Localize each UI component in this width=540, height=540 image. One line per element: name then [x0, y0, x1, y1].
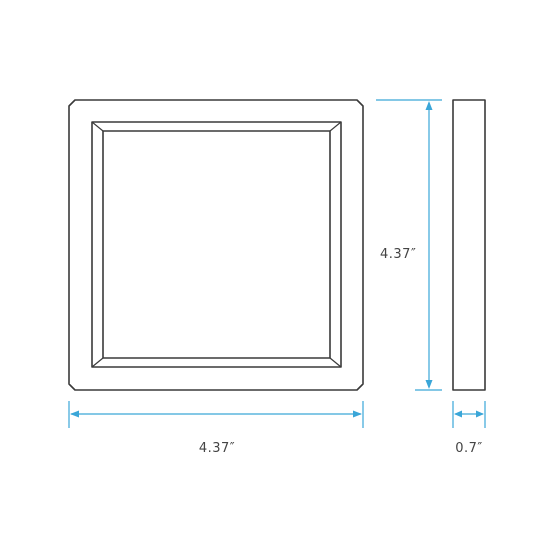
- bevel-top-left: [91, 121, 104, 132]
- height-arrow-top: [425, 101, 433, 110]
- side-view-profile: [452, 99, 486, 391]
- height-label: 4.37″: [380, 247, 416, 262]
- front-lens-panel: [102, 130, 331, 359]
- bevel-top-right: [329, 121, 342, 132]
- front-view: [68, 99, 364, 391]
- depth-arrow-right: [476, 410, 484, 418]
- height-dimension: 4.37″: [376, 99, 442, 391]
- width-dimension: 4.37″: [68, 401, 364, 456]
- bevel-bottom-left: [91, 357, 104, 368]
- width-arrow-right: [353, 410, 362, 418]
- front-outer-frame: [68, 99, 364, 391]
- front-inner-recess: [91, 121, 342, 368]
- bevel-bottom-right: [329, 357, 342, 368]
- depth-dimension: 0.7″: [452, 401, 486, 456]
- height-arrow-bottom: [425, 380, 433, 389]
- depth-arrow-left: [454, 410, 462, 418]
- width-label: 4.37″: [199, 441, 235, 456]
- width-arrow-left: [70, 410, 79, 418]
- depth-label: 0.7″: [455, 441, 483, 456]
